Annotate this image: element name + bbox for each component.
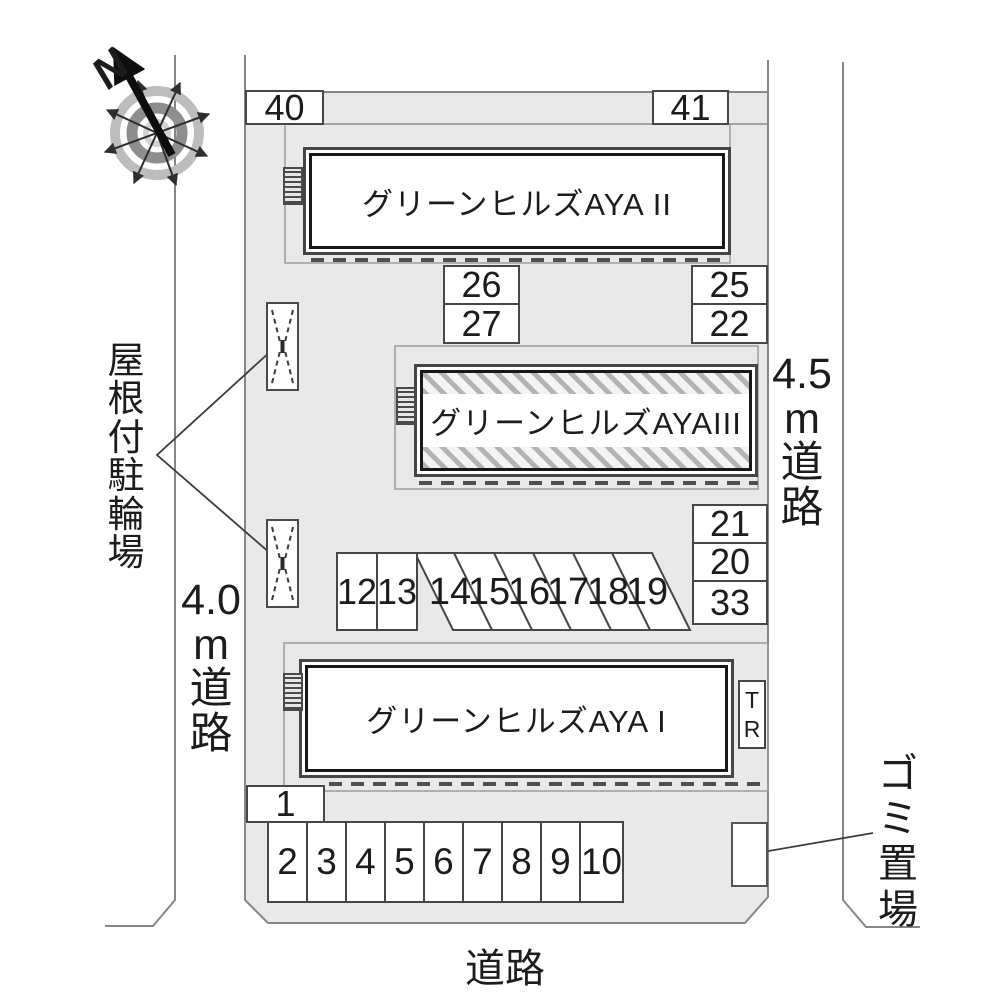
left-road-edge xyxy=(105,55,176,927)
left-road-label: 4.0 m 道 路 xyxy=(180,578,242,757)
garbage-area-box xyxy=(731,822,768,887)
parking-space-2: 2 xyxy=(267,821,308,903)
label-line: 路 xyxy=(780,484,824,533)
label-char: 場 xyxy=(107,532,145,574)
label-line: 道 xyxy=(189,665,233,714)
trash-room-box: T R xyxy=(738,680,766,749)
parking-space-4: 4 xyxy=(344,821,386,903)
label-char: 付 xyxy=(107,416,145,458)
parking-space-5: 5 xyxy=(383,821,425,903)
bicycle-parking-leader-line xyxy=(155,349,279,561)
stairs-icon xyxy=(283,673,303,711)
label-line: 4.5 xyxy=(772,350,832,398)
stairs-icon xyxy=(396,387,416,425)
building-aya2: グリーンヒルズAYA II xyxy=(303,147,731,255)
parking-space-16: 16 xyxy=(508,571,550,613)
parking-space-20: 20 xyxy=(692,541,768,582)
angled-parking-bay: 14 15 16 17 18 19 xyxy=(413,552,692,631)
label-line: m xyxy=(193,620,229,669)
covered-bicycle-parking-label: 屋 根 付 駐 輪 場 xyxy=(100,340,152,574)
building-aya3-name: グリーンヒルズAYAIII xyxy=(423,394,749,447)
garbage-leader-line xyxy=(756,832,874,854)
label-line: 4.0 xyxy=(181,576,241,624)
parking-space-7: 7 xyxy=(461,821,503,903)
parking-space-6: 6 xyxy=(422,821,464,903)
block-outline-aya1 xyxy=(283,642,769,792)
label-char: 根 xyxy=(107,378,145,420)
block-outline-aya3 xyxy=(394,345,759,490)
parking-space-22: 22 xyxy=(691,303,768,344)
parking-space-1: 1 xyxy=(246,783,325,824)
parking-space-18: 18 xyxy=(587,571,629,613)
label-char: ゴ xyxy=(878,752,918,796)
parking-space-40: 40 xyxy=(245,87,324,128)
parking-space-25: 25 xyxy=(691,264,768,305)
compass: N xyxy=(82,40,211,187)
parking-space-8: 8 xyxy=(500,821,542,903)
building-aya3-dashed-line xyxy=(419,481,758,485)
parking-space-27: 27 xyxy=(443,303,520,344)
parking-space-14: 14 xyxy=(429,571,471,613)
label-line: m xyxy=(784,394,820,443)
trash-room-label: R xyxy=(743,715,761,742)
bicycle-parking-icon xyxy=(266,302,299,391)
label-line: 道 xyxy=(780,439,824,488)
building-aya1: グリーンヒルズAYA I xyxy=(299,659,734,778)
building-aya3: グリーンヒルズAYAIII xyxy=(414,364,758,477)
trash-room-label: T xyxy=(744,686,760,713)
north-arrow-icon xyxy=(112,46,176,157)
parking-space-9: 9 xyxy=(539,821,581,903)
label-char: 輪 xyxy=(107,493,145,535)
label-char: 置 xyxy=(878,842,918,887)
parking-space-15: 15 xyxy=(468,571,510,613)
parking-space-10: 10 xyxy=(578,821,625,903)
north-label: N xyxy=(82,40,139,98)
parking-space-17: 17 xyxy=(547,571,589,613)
label-char: 場 xyxy=(878,887,918,932)
right-road-label: 4.5 m 道 路 xyxy=(771,352,833,531)
parking-space-33: 33 xyxy=(692,580,768,625)
parking-space-13: 13 xyxy=(376,552,418,631)
bicycle-parking-icon xyxy=(266,519,299,608)
parking-space-41: 41 xyxy=(652,87,729,128)
stairs-icon xyxy=(283,167,303,205)
parking-space-26: 26 xyxy=(443,264,520,305)
garbage-area-label: ゴ ミ 置 場 xyxy=(874,752,922,933)
building-aya2-dashed-line xyxy=(311,258,729,262)
parking-space-19: 19 xyxy=(626,571,668,613)
bottom-road-label: 道路 xyxy=(465,947,545,991)
parking-space-12: 12 xyxy=(336,552,378,631)
label-char: 屋 xyxy=(107,340,145,381)
building-aya1-name: グリーンヒルズAYA I xyxy=(305,665,728,772)
label-line: 路 xyxy=(189,710,233,759)
label-char: ミ xyxy=(878,797,918,842)
right-road-edge xyxy=(842,62,920,928)
building-aya2-name: グリーンヒルズAYA II xyxy=(309,153,725,249)
parking-space-21: 21 xyxy=(692,503,768,544)
label-char: 駐 xyxy=(107,455,145,497)
bottom-parking-row: 2 3 4 5 6 7 8 9 10 xyxy=(267,821,625,903)
parking-space-3: 3 xyxy=(305,821,347,903)
building-aya1-dashed-line xyxy=(329,782,760,786)
